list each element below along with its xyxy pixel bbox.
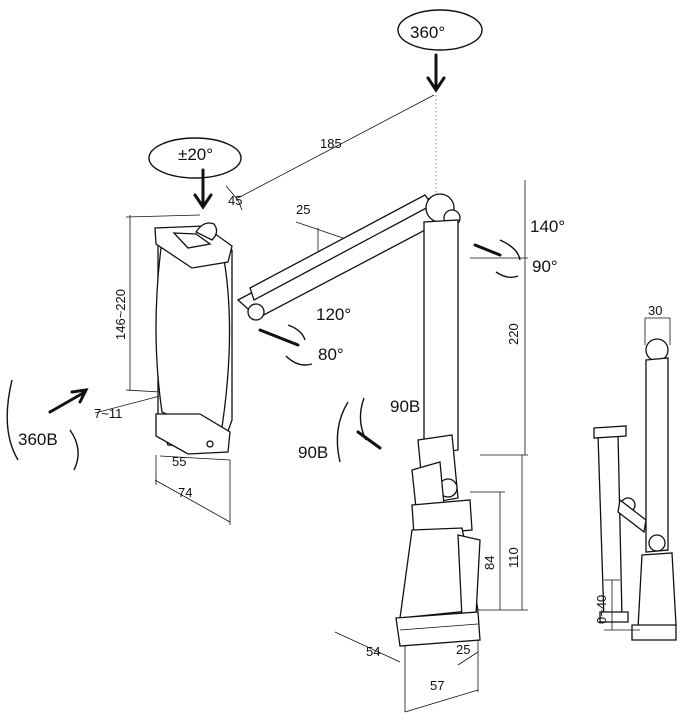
dimension-labels: 185 45 25 146~220 7~11 55 74 220 84 110 … (94, 136, 662, 693)
dim-base-height-inner: 84 (482, 556, 497, 570)
dim-arm-offset: 25 (296, 202, 310, 217)
dim-upper-arm-height: 220 (506, 323, 521, 345)
dim-base-depth: 54 (366, 644, 380, 659)
label-base-swivel-right: 90B (390, 397, 420, 416)
dim-holder-inner-width: 55 (172, 454, 186, 469)
label-lower-joint-horizontal: 120° (316, 305, 351, 324)
label-tablet-spin: 360B (18, 430, 58, 449)
tablet-holder (154, 222, 233, 455)
label-tablet-tilt: ±20° (178, 145, 213, 164)
dim-side-width: 30 (648, 303, 662, 318)
dim-clamp-depth: 7~11 (94, 406, 122, 421)
dim-holder-range: 146~220 (113, 289, 128, 340)
side-view (593, 317, 677, 641)
rotation-labels: 360° ±20° 360B 140° 90° 120° 80° 90B 90B (18, 23, 565, 462)
mount-base (395, 499, 481, 647)
dim-arm-length: 185 (320, 136, 342, 151)
label-base-swivel-left: 90B (298, 443, 328, 462)
dim-holder-offset: 45 (228, 193, 242, 208)
dim-base-width: 57 (430, 678, 444, 693)
dim-clamp-range: 0~40 (594, 595, 609, 624)
rotation-arrows (6, 9, 521, 471)
label-lower-joint-vertical: 80° (318, 345, 344, 364)
mount-arm (236, 193, 461, 509)
label-top-rotation: 360° (410, 23, 445, 42)
label-upper-joint-horizontal: 140° (530, 217, 565, 236)
label-upper-joint-vertical: 90° (532, 257, 558, 276)
dim-holder-outer-width: 74 (178, 485, 192, 500)
dim-base-height: 110 (506, 547, 521, 568)
dim-base-offset: 25 (456, 642, 470, 657)
